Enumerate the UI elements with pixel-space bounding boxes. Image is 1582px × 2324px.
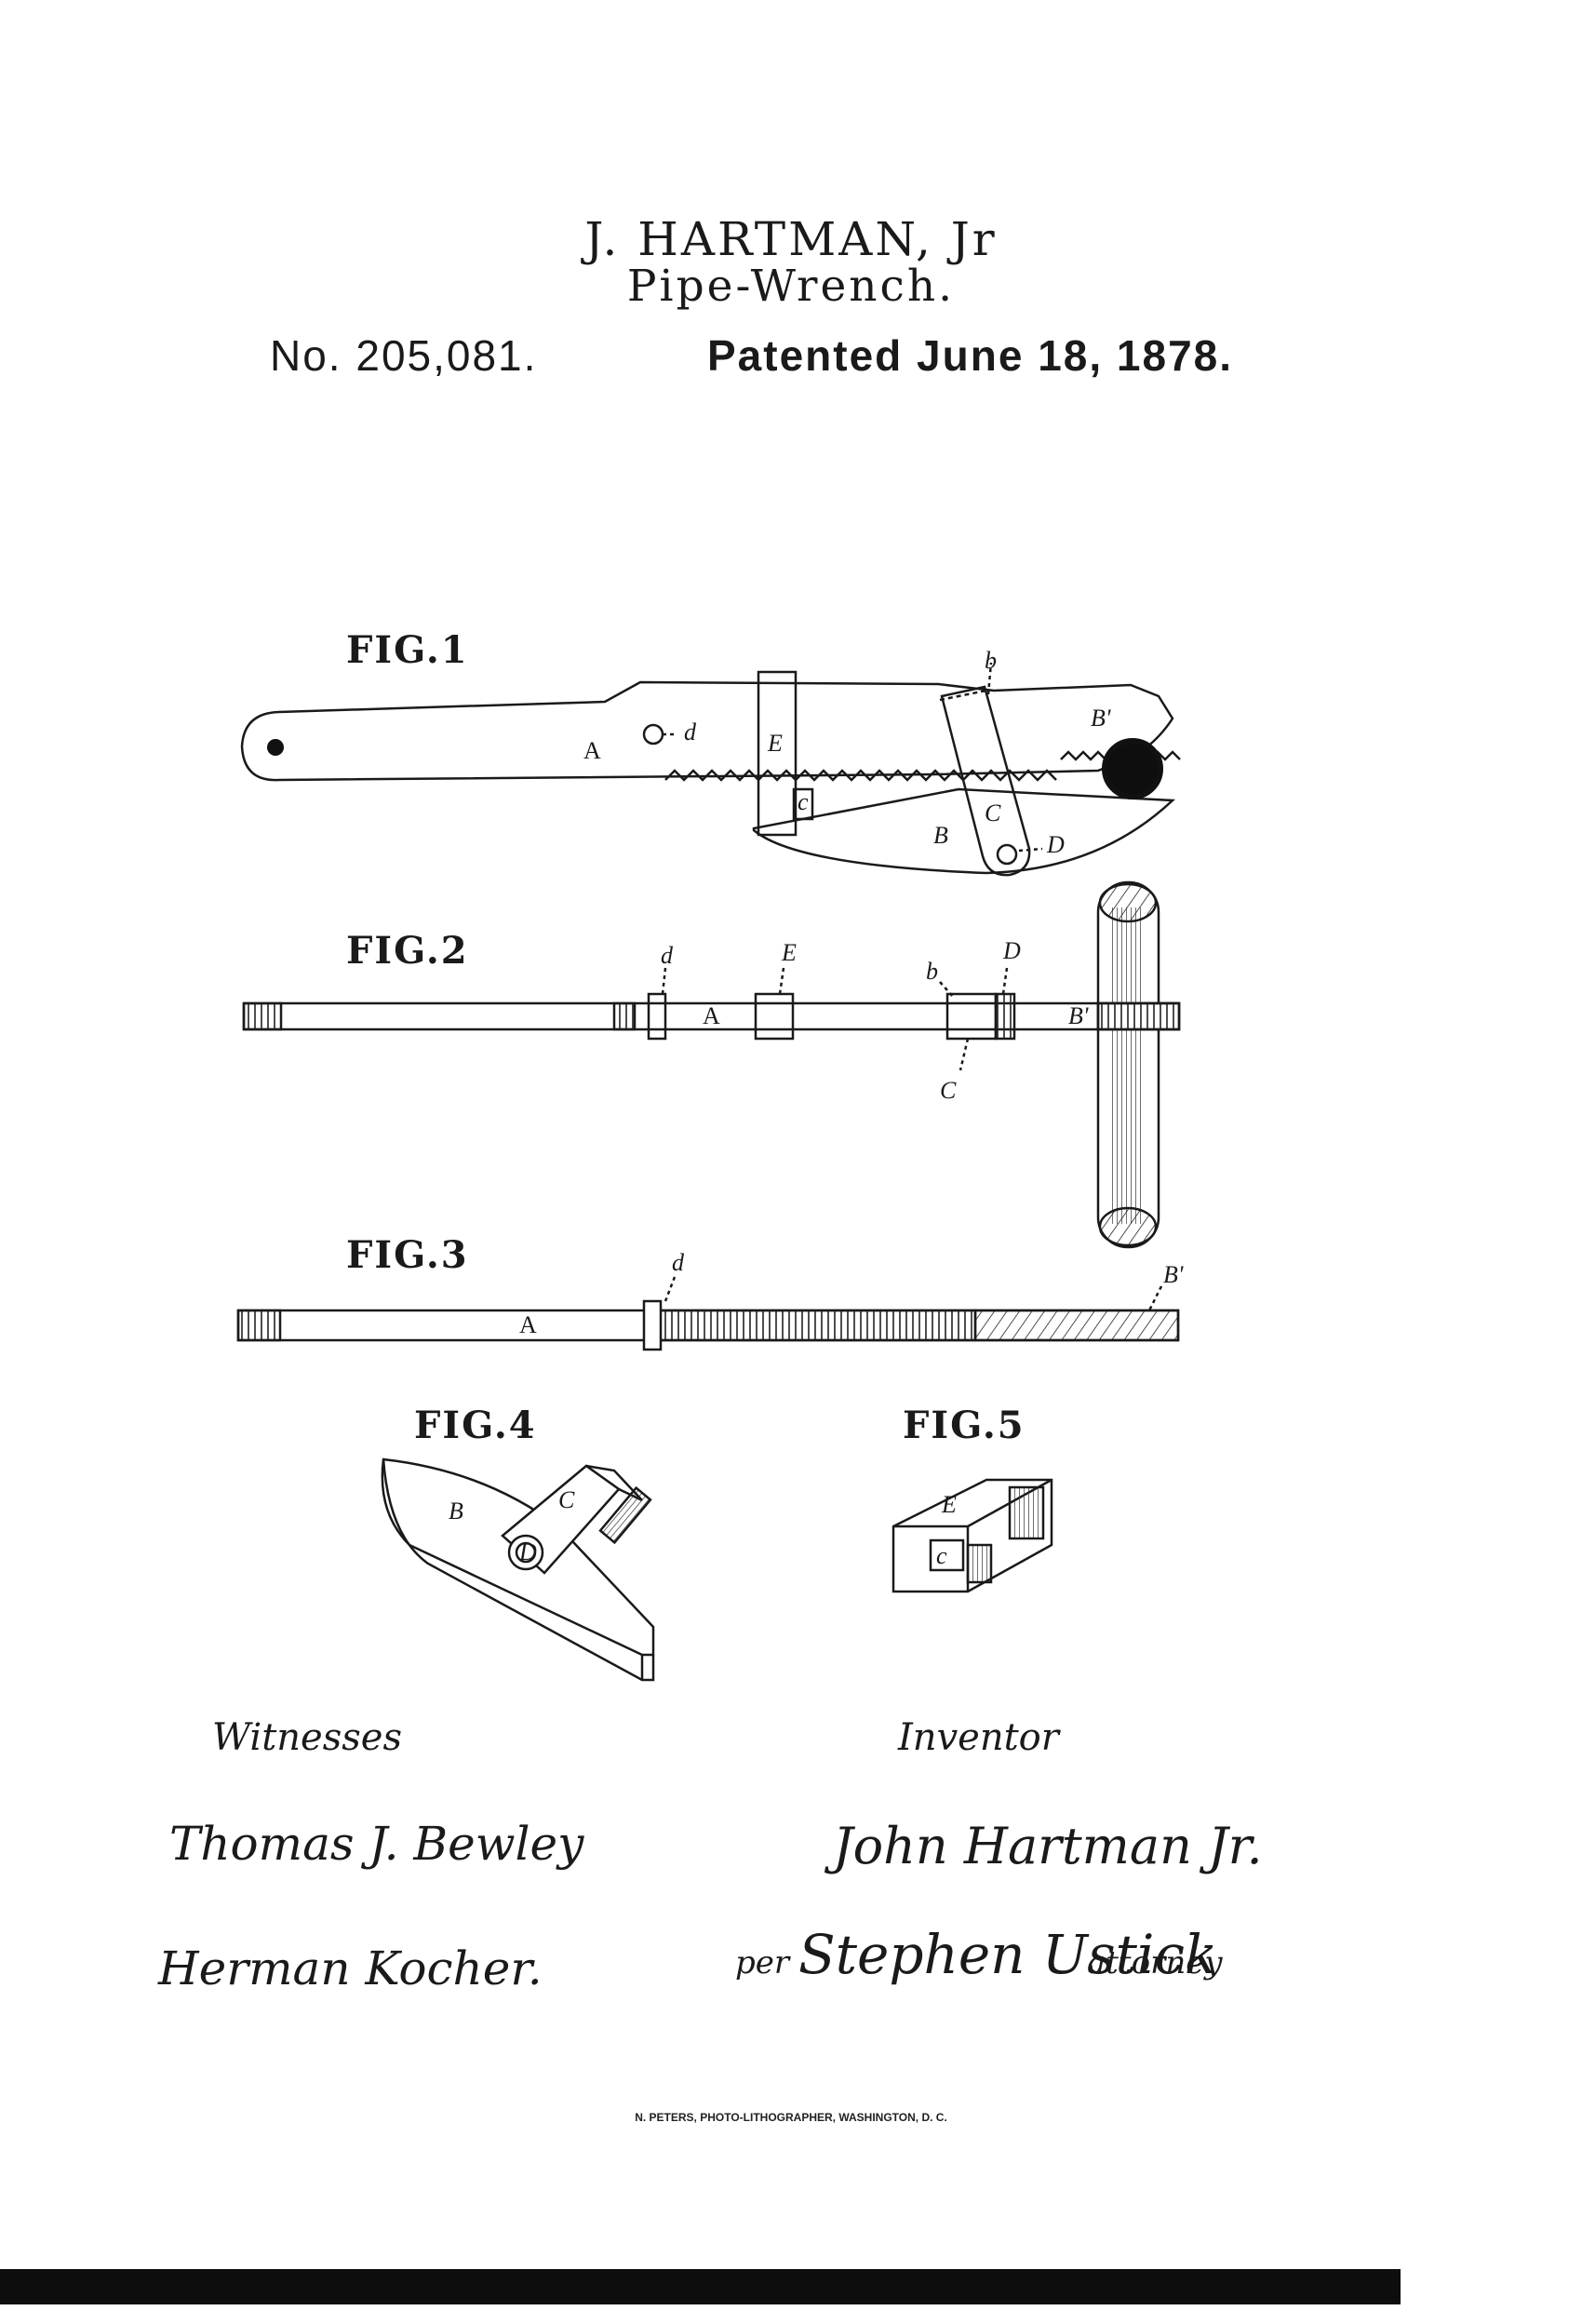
printer-credit: N. PETERS, PHOTO-LITHOGRAPHER, WASHINGTO… [635,2111,947,2124]
fig3-letter-a: A [519,1311,537,1338]
inventor-name: J. HARTMAN, Jr [584,212,998,266]
fig5-letter-e: E [941,1491,957,1518]
witness-2-signature: Herman Kocher. [157,1941,543,1995]
figure-1: FIG.1 A d E c b B' [240,628,1181,877]
fig2-letter-e: E [781,939,797,966]
attorney-signature: Stephen Ustick [798,1923,1217,1986]
per-label: per [735,1944,791,1981]
fig3-letter-b-prime: B' [1163,1261,1184,1288]
attorney-label: attorney [1087,1944,1223,1981]
patent-date: Patented June 18, 1878. [707,331,1234,380]
figure-3: FIG.3 A d B' [236,1233,1184,1351]
figure-4: FIG.4 B C D [381,1404,655,1682]
fig4-label: FIG.4 [414,1404,537,1447]
fig1-letter-b-prime: B' [1091,705,1111,732]
fig2-letter-d: d [661,942,674,969]
fig2-letter-b: b [926,958,938,985]
fig5-slide-e [892,1478,1053,1593]
fig1-link-c [940,685,1031,877]
fig4-letter-c: C [558,1486,575,1513]
fig1-pipe [1102,738,1163,799]
patent-number: No. 205,081. [270,331,538,380]
figure-2: FIG.2 A d E b D B' C [242,880,1181,1249]
fig2-letter-d-cap: D [1002,937,1021,964]
fig3-label: FIG.3 [346,1233,469,1277]
fig1-letter-c-link: C [985,799,1001,826]
fig1-letter-d-pivot: D [1046,831,1065,858]
scan-edge-bar [0,2269,1401,2304]
fig5-letter-c: c [936,1542,947,1569]
fig1-bar-a [240,680,1174,782]
fig4-letter-d: D [518,1538,537,1565]
fig2-label: FIG.2 [346,929,469,973]
signature-block: Witnesses Thomas J. Bewley Herman Kocher… [157,1716,1263,1995]
fig1-teeth-bar [664,769,1057,782]
fig1-letter-a: A [583,737,601,764]
fig1-slide-e [757,670,798,837]
fig2-letter-c: C [940,1077,957,1104]
fig1-jaw-b [752,787,1175,875]
fig1-letter-b-jaw: B [933,822,948,849]
fig1-hole-left [267,739,284,756]
fig1-label: FIG.1 [346,628,469,672]
fig1-spring-c [792,787,814,821]
fig3-letter-d: d [672,1249,685,1276]
figure-5: FIG.5 E c [892,1404,1053,1593]
fig1-pivot-d [996,843,1018,866]
fig1-hole-d [642,723,664,746]
fig5-label: FIG.5 [903,1404,1026,1447]
inventor-heading: Inventor [897,1716,1062,1759]
fig1-letter-d: d [684,719,697,746]
fig2-letter-b-prime: B' [1068,1002,1089,1029]
invention-title: Pipe-Wrench. [626,261,956,312]
witness-1-signature: Thomas J. Bewley [169,1817,584,1871]
fig4-pivot-d [507,1534,544,1571]
fig1-letter-c: c [798,788,809,815]
fig4-letter-b: B [449,1498,463,1525]
fig1-letter-e: E [767,730,783,757]
fig2-pipe [1096,880,1160,1249]
fig2-letter-a: A [703,1002,720,1029]
witnesses-heading: Witnesses [212,1716,402,1759]
fig1-letter-b-small: b [985,647,997,674]
inventor-signature: John Hartman Jr. [824,1817,1263,1875]
